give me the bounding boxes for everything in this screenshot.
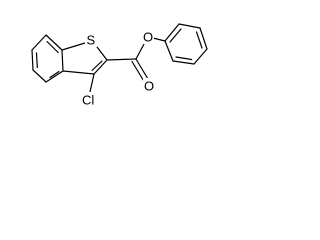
bond xyxy=(164,40,174,62)
bond xyxy=(31,49,34,71)
bond-c-cl xyxy=(89,73,95,93)
bond xyxy=(45,70,64,83)
double-bond-inner xyxy=(46,40,59,54)
bond xyxy=(135,43,145,60)
bond xyxy=(178,23,201,29)
fused-benzene-ring xyxy=(31,34,64,83)
bond xyxy=(152,37,166,42)
bond xyxy=(93,59,108,75)
carbonyl-bond xyxy=(131,60,145,82)
carbonyl-bond xyxy=(135,58,149,80)
carbonyl-oxygen-label: O xyxy=(144,79,154,94)
chlorine-atom-label: Cl xyxy=(82,93,94,108)
bond xyxy=(31,34,47,51)
bond xyxy=(61,49,64,72)
bond xyxy=(106,58,137,61)
double-bond-inner xyxy=(49,70,60,79)
phenyl-ring xyxy=(164,23,208,65)
bond xyxy=(164,23,180,42)
double-bond-inner xyxy=(169,28,182,43)
thiophene-ring xyxy=(61,42,108,75)
bond xyxy=(193,48,208,65)
structure-canvas: S O O Cl xyxy=(0,0,246,120)
bond xyxy=(199,27,208,50)
double-bond-inner xyxy=(35,52,38,69)
bond xyxy=(62,70,95,75)
bond xyxy=(45,34,63,51)
chemical-structure-diagram: S O O Cl xyxy=(31,23,208,108)
bond xyxy=(32,69,47,83)
bond xyxy=(61,42,86,51)
double-bond-inner xyxy=(91,60,103,72)
bond xyxy=(96,46,108,61)
ester-group xyxy=(106,37,166,82)
sulfur-atom-label: S xyxy=(87,33,96,48)
bond xyxy=(172,60,195,65)
double-bond-inner xyxy=(175,56,193,61)
ester-oxygen-label: O xyxy=(143,30,153,45)
double-bond-inner xyxy=(195,31,203,49)
